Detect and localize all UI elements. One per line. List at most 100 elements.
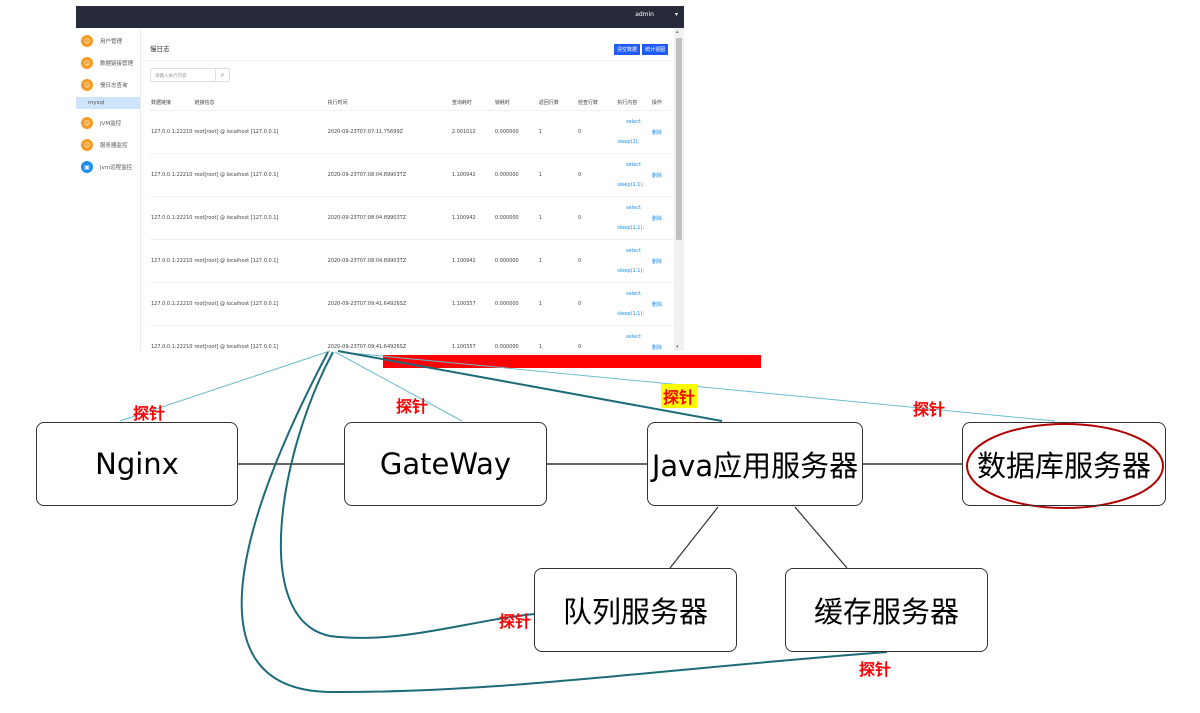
- db-highlight-ellipse: [966, 423, 1164, 509]
- cell-exec-content[interactable]: select sleep(1.1);: [616, 196, 651, 240]
- exec-link[interactable]: sleep(1.1);: [617, 182, 645, 188]
- exec-link[interactable]: sleep(1.1);: [617, 268, 645, 274]
- cell-rows-examined: 0: [577, 239, 617, 283]
- node-cache-server: 缓存服务器: [785, 568, 988, 652]
- scroll-down-icon[interactable]: ▾: [676, 344, 679, 350]
- page-title: 慢日志: [150, 45, 170, 53]
- cell-exec-content[interactable]: select sleep(1.1);: [616, 239, 651, 283]
- edge-java-cache: [794, 506, 848, 569]
- cell-time: 2020-09-23T07:08:04.89903TZ: [326, 196, 451, 240]
- cell-info: root[root] @ localhost [127.0.0.1]: [193, 239, 327, 283]
- edge-java-queue: [669, 506, 719, 569]
- slow-log-table: 数据链接 链接信息 执行时间 查询耗时 锁耗时 返回行数 检查行数 执行内容 操…: [150, 94, 674, 351]
- cell-query-time: 1.100942: [450, 239, 494, 283]
- sidebar-item-slow-log[interactable]: ☺慢日志查询: [76, 74, 140, 96]
- cell-query-time: 1.100357: [450, 325, 494, 351]
- probe-line-java: [337, 350, 723, 422]
- cell-time: 2020-09-23T07:07:11.75699Z: [326, 110, 451, 154]
- probe-line-gateway: [334, 351, 463, 422]
- cell-exec-content[interactable]: select sleep(2);: [616, 110, 651, 154]
- cell-rows-examined: 0: [577, 153, 617, 197]
- exec-link[interactable]: select: [626, 291, 641, 297]
- delete-link[interactable]: 删除: [650, 196, 674, 240]
- cell-lock-time: 0.000000: [493, 239, 538, 283]
- sidebar-item-jvm[interactable]: ☺JVM监控: [76, 112, 140, 134]
- slow-log-screenshot: admin ▾ ☺用户管理 ☺数据链接管理 ☺慢日志查询 mysql ☺JVM监…: [76, 6, 684, 351]
- probe-label-db: 探针: [913, 400, 946, 419]
- sidebar-item-server[interactable]: ☺服务器监控: [76, 134, 140, 156]
- cell-query-time: 1.100357: [450, 282, 494, 326]
- cell-info: root[root] @ localhost [127.0.0.1]: [193, 196, 327, 240]
- clear-data-button[interactable]: 清空数据: [613, 44, 640, 55]
- table-header: 数据链接 链接信息 执行时间 查询耗时 锁耗时 返回行数 检查行数 执行内容 操…: [150, 94, 674, 111]
- cell-conn: 127.0.0.1:22210: [150, 110, 194, 154]
- cell-time: 2020-09-23T07:08:04.89903TZ: [326, 153, 451, 197]
- delete-link[interactable]: 删除: [650, 239, 674, 283]
- cell-rows-sent: 1: [537, 196, 578, 240]
- divider: [142, 60, 674, 61]
- probe-line-nginx: [119, 350, 331, 422]
- cell-rows-sent: 1: [537, 153, 578, 197]
- search-input[interactable]: 请输入执行内容 ⌕: [150, 68, 230, 82]
- main-content: 慢日志 清空数据 统计视图 请输入执行内容 ⌕ 数据链接 链接信息 执行时间 查…: [142, 28, 674, 351]
- user-icon: ☺: [81, 57, 93, 69]
- sidebar-subitem-mysql[interactable]: mysql: [76, 97, 140, 109]
- delete-link[interactable]: 删除: [650, 153, 674, 197]
- scrollbar[interactable]: ▴ ▾: [674, 28, 684, 351]
- delete-link[interactable]: 删除: [650, 325, 674, 351]
- probe-curve-queue: [279, 351, 536, 639]
- node-gateway: GateWay: [344, 422, 547, 506]
- cell-time: 2020-09-23T07:09:41.64926SZ: [326, 325, 451, 351]
- exec-link[interactable]: select: [626, 162, 641, 168]
- user-menu[interactable]: admin: [635, 11, 654, 18]
- scrollbar-thumb[interactable]: [676, 38, 682, 240]
- exec-link[interactable]: sleep(1.1);: [617, 225, 645, 231]
- cell-conn: 127.0.0.1:22210: [150, 153, 194, 197]
- user-icon: ☺: [81, 79, 93, 91]
- node-database-server: 数据库服务器: [962, 422, 1166, 506]
- exec-link[interactable]: select: [626, 119, 641, 125]
- sidebar-item-jvm-remote[interactable]: ▣jvm远程监控: [76, 156, 140, 178]
- stats-view-button[interactable]: 统计视图: [641, 44, 668, 55]
- monitor-icon: ▣: [81, 161, 93, 173]
- scroll-up-icon[interactable]: ▴: [676, 29, 679, 35]
- cell-time: 2020-09-23T07:08:04.89903TZ: [326, 239, 451, 283]
- cell-query-time: 1.100942: [450, 196, 494, 240]
- cell-lock-time: 0.000000: [493, 325, 538, 351]
- cell-exec-content[interactable]: select sleep(1.1);: [616, 282, 651, 326]
- exec-link[interactable]: select: [626, 334, 641, 340]
- exec-link[interactable]: sleep(1.1);: [617, 311, 645, 317]
- top-bar: admin ▾: [76, 6, 684, 28]
- exec-link[interactable]: select: [626, 205, 641, 211]
- exec-link[interactable]: sleep(2);: [617, 139, 640, 145]
- probe-label-nginx: 探针: [133, 404, 166, 423]
- search-icon[interactable]: ⌕: [215, 69, 229, 81]
- cell-info: root[root] @ localhost [127.0.0.1]: [193, 282, 327, 326]
- caret-down-icon[interactable]: ▾: [674, 11, 678, 18]
- node-queue-server: 队列服务器: [534, 568, 737, 652]
- user-icon: ☺: [81, 117, 93, 129]
- delete-link[interactable]: 删除: [650, 282, 674, 326]
- sidebar-item-data-link[interactable]: ☺数据链接管理: [76, 52, 140, 74]
- cell-lock-time: 0.000000: [493, 196, 538, 240]
- cell-rows-sent: 1: [537, 325, 578, 351]
- cell-rows-examined: 0: [577, 282, 617, 326]
- cell-rows-examined: 0: [577, 110, 617, 154]
- exec-link[interactable]: select: [626, 248, 641, 254]
- probe-line-db: [339, 351, 1056, 422]
- cell-conn: 127.0.0.1:22210: [150, 282, 194, 326]
- sidebar-item-user-management[interactable]: ☺用户管理: [76, 30, 140, 52]
- probe-label-java: 探针: [661, 384, 698, 408]
- probe-label-queue: 探针: [499, 612, 532, 631]
- delete-link[interactable]: 删除: [650, 110, 674, 154]
- probe-label-gateway: 探针: [396, 397, 429, 416]
- node-java-app-server: Java应用服务器: [647, 422, 863, 506]
- cell-exec-content[interactable]: select sleep(1.1);: [616, 153, 651, 197]
